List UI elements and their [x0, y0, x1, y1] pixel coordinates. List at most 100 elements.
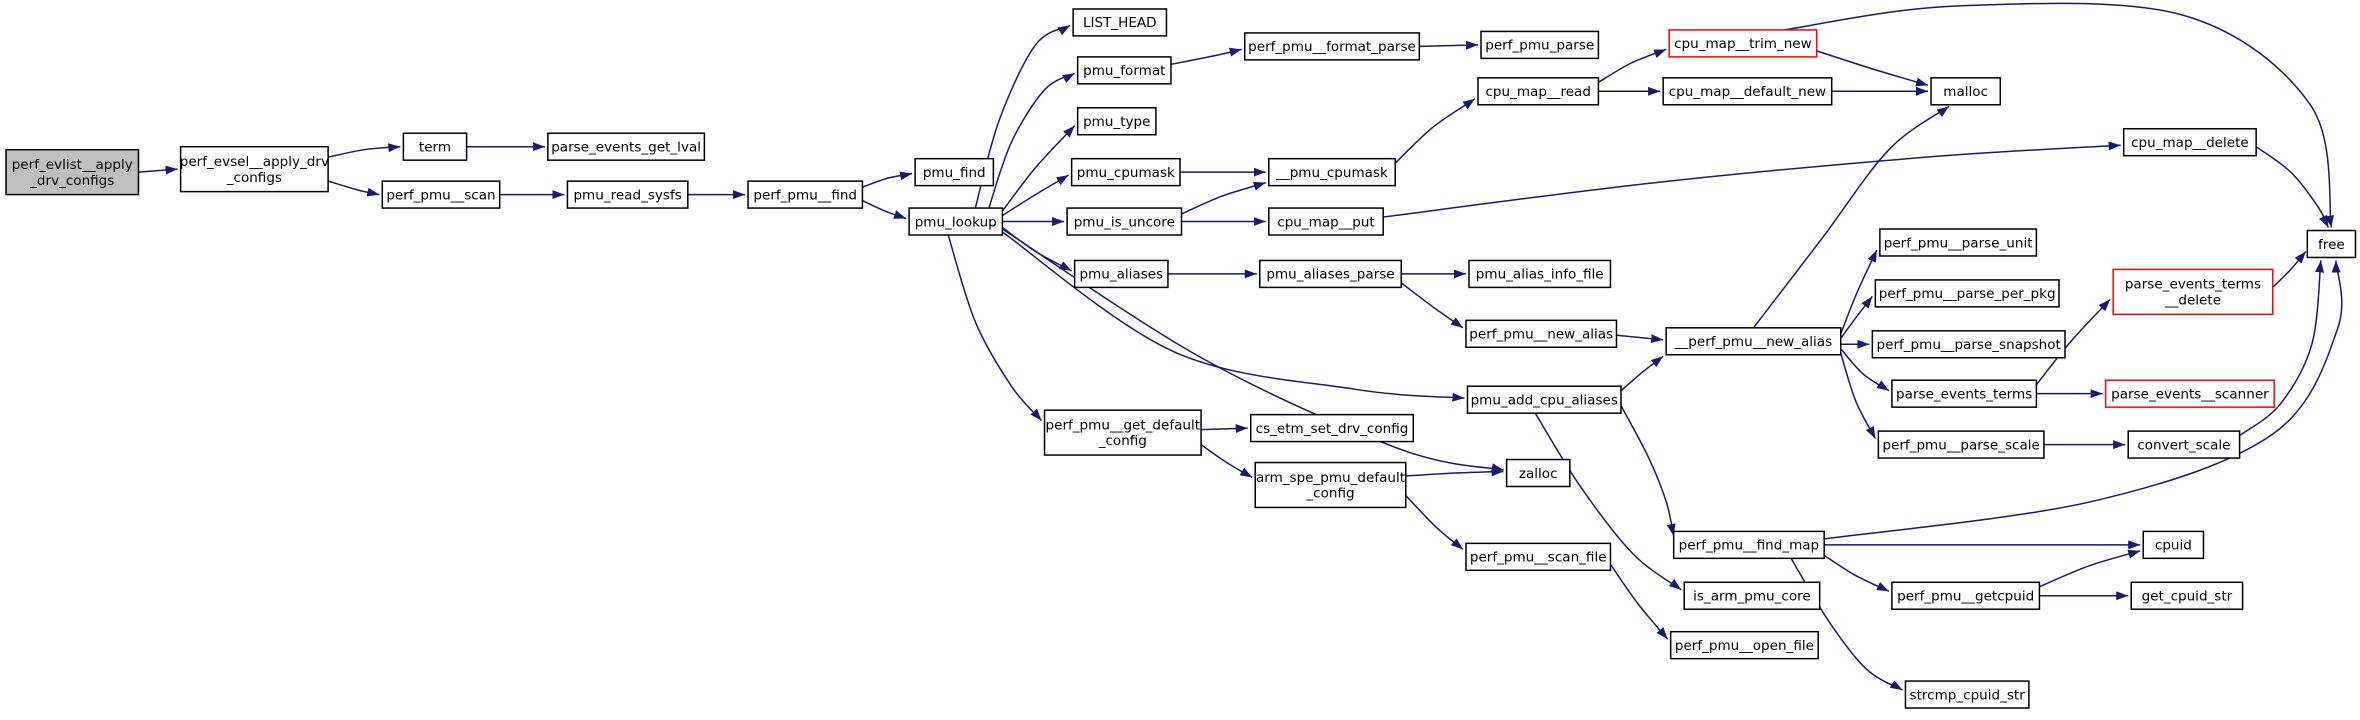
- node-zalloc[interactable]: zalloc: [1505, 458, 1571, 488]
- node-box: [402, 132, 468, 161]
- edge-arm_spe_pmu_default_config--zalloc: [1405, 467, 1504, 477]
- node-perf_pmu__format_parse[interactable]: perf_pmu__format_parse: [1243, 32, 1421, 61]
- node-box: [1249, 413, 1415, 443]
- node-label: perf_pmu__parse_unit: [1884, 235, 2033, 251]
- node-perf_pmu__parse_unit[interactable]: perf_pmu__parse_unit: [1879, 228, 2038, 257]
- node-perf_evlist__apply_drv_configs[interactable]: perf_evlist__apply_drv_configs: [5, 148, 140, 196]
- node-box: [747, 180, 864, 209]
- node-label: parse_events_terms: [1896, 387, 2032, 403]
- node-box: [1871, 330, 2066, 359]
- node-label: cpu_map__read: [1485, 84, 1590, 100]
- edge-perf_pmu__find--pmu_find: [862, 171, 913, 188]
- node-perf_pmu__new_alias[interactable]: perf_pmu__new_alias: [1465, 319, 1618, 349]
- node-label: free: [2318, 237, 2345, 253]
- node-box: [1477, 77, 1600, 106]
- node-__perf_pmu__new_alias[interactable]: __perf_pmu__new_alias: [1665, 327, 1842, 356]
- node-label: pmu_aliases: [1079, 267, 1163, 283]
- node-pmu_add_cpu_aliases[interactable]: pmu_add_cpu_aliases: [1466, 385, 1622, 414]
- node-pmu_aliases[interactable]: pmu_aliases: [1073, 259, 1169, 289]
- node-label: perf_pmu__scan: [386, 187, 495, 203]
- node-cpuid[interactable]: cpuid: [2142, 530, 2205, 560]
- node-cpu_map__read[interactable]: cpu_map__read: [1477, 77, 1600, 106]
- node-perf_pmu__scan_file[interactable]: perf_pmu__scan_file: [1465, 542, 1612, 572]
- edge-__pmu_cpumask--cpu_map__read: [1394, 98, 1476, 164]
- node-parse_events__scanner[interactable]: parse_events__scanner: [2104, 379, 2275, 408]
- node-get_cpuid_str[interactable]: get_cpuid_str: [2130, 581, 2244, 610]
- node-label: perf_pmu__getcpuid: [1897, 589, 2034, 605]
- node-LIST_HEAD[interactable]: LIST_HEAD: [1072, 8, 1168, 37]
- node-label: perf_pmu__open_file: [1675, 638, 1814, 654]
- node-box: [566, 180, 689, 209]
- node-arm_spe_pmu_default_config[interactable]: arm_spe_pmu_default_config: [1254, 461, 1407, 509]
- node-is_arm_pmu_core[interactable]: is_arm_pmu_core: [1683, 581, 1821, 610]
- node-box: [1891, 379, 2038, 408]
- node-perf_pmu__get_default_config[interactable]: perf_pmu__get_default_config: [1043, 409, 1202, 456]
- edge-pmu_aliases_parse--perf_pmu__new_alias: [1400, 282, 1464, 329]
- node-label: pmu_add_cpu_aliases: [1471, 392, 1618, 408]
- node-pmu_format[interactable]: pmu_format: [1076, 56, 1172, 85]
- node-perf_pmu__getcpuid[interactable]: perf_pmu__getcpuid: [1891, 581, 2041, 610]
- node-cpu_map__trim_new[interactable]: cpu_map__trim_new: [1668, 29, 1818, 58]
- node-label: pmu_alias_info_file: [1476, 267, 1604, 283]
- node-term[interactable]: term: [402, 132, 468, 161]
- node-pmu_aliases_parse[interactable]: pmu_aliases_parse: [1259, 259, 1403, 289]
- node-convert_scale[interactable]: convert_scale: [2127, 430, 2241, 459]
- node-pmu_alias_info_file[interactable]: pmu_alias_info_file: [1468, 259, 1612, 289]
- node-parse_events_terms__delete[interactable]: parse_events_terms__delete: [2112, 268, 2274, 316]
- node-parse_events_terms[interactable]: parse_events_terms: [1891, 379, 2038, 408]
- edge-cpu_map__trim_new--malloc: [1816, 50, 1929, 87]
- edge-cpu_map__delete--free: [2255, 146, 2330, 228]
- node-label: get_cpuid_str: [2142, 589, 2233, 605]
- node-label: cpu_map__default_new: [1669, 84, 1826, 100]
- node-perf_pmu__parse_scale[interactable]: perf_pmu__parse_scale: [1877, 430, 2045, 459]
- edge-__perf_pmu__new_alias--malloc: [1752, 105, 1950, 329]
- node-parse_events_get_lval[interactable]: parse_events_get_lval: [547, 132, 706, 161]
- node-box: [914, 157, 995, 187]
- node-label: pmu_format: [1083, 63, 1165, 79]
- node-label: perf_pmu__find: [753, 187, 857, 203]
- edge-pmu_add_cpu_aliases--__perf_pmu__new_alias: [1620, 355, 1664, 392]
- node-box: [1468, 259, 1612, 289]
- node-perf_pmu__find[interactable]: perf_pmu__find: [747, 180, 864, 209]
- node-cpu_map__put[interactable]: cpu_map__put: [1268, 207, 1384, 236]
- node-label: pmu_aliases_parse: [1266, 267, 1394, 283]
- node-pmu_find[interactable]: pmu_find: [914, 157, 995, 187]
- node-label: pmu_find: [923, 165, 986, 181]
- node-label: arm_spe_pmu_default: [1256, 470, 1405, 486]
- node-label: perf_pmu__scan_file: [1470, 550, 1607, 566]
- edge-perf_pmu__find--pmu_lookup: [862, 199, 907, 220]
- node-strcmp_cpuid_str[interactable]: strcmp_cpuid_str: [1904, 680, 2030, 709]
- edge-__perf_pmu__new_alias--perf_pmu__parse_per_pkg: [1840, 295, 1873, 339]
- node-box: [1259, 259, 1403, 289]
- node-pmu_lookup[interactable]: pmu_lookup: [908, 207, 1004, 236]
- edge-perf_evlist__apply_drv_configs--perf_evsel__apply_drv_configs: [138, 165, 178, 175]
- node-box: [179, 145, 329, 193]
- node-pmu_read_sysfs[interactable]: pmu_read_sysfs: [566, 180, 689, 209]
- node-pmu_is_uncore[interactable]: pmu_is_uncore: [1066, 207, 1183, 236]
- node-pmu_type[interactable]: pmu_type: [1076, 107, 1157, 136]
- node-perf_evsel__apply_drv_configs[interactable]: perf_evsel__apply_drv_configs: [179, 145, 329, 193]
- node-box: [1268, 207, 1384, 236]
- node-box: [1665, 327, 1842, 356]
- node-cpu_map__delete[interactable]: cpu_map__delete: [2122, 127, 2257, 157]
- node-malloc[interactable]: malloc: [1930, 77, 2002, 106]
- node-label: perf_pmu__format_parse: [1248, 39, 1416, 55]
- node-perf_pmu__scan[interactable]: perf_pmu__scan: [381, 180, 501, 209]
- edge-arm_spe_pmu_default_config--perf_pmu__scan_file: [1405, 494, 1464, 550]
- node-perf_pmu_parse[interactable]: perf_pmu_parse: [1480, 30, 1600, 60]
- node-label: _drv_configs: [29, 173, 114, 189]
- node-perf_pmu__parse_snapshot[interactable]: perf_pmu__parse_snapshot: [1871, 330, 2066, 359]
- node-__pmu_cpumask[interactable]: __pmu_cpumask: [1268, 157, 1396, 187]
- node-perf_pmu__find_map[interactable]: perf_pmu__find_map: [1672, 530, 1825, 560]
- edge-__perf_pmu__new_alias--perf_pmu__parse_scale: [1840, 353, 1877, 439]
- node-pmu_cpumask[interactable]: pmu_cpumask: [1070, 157, 1181, 187]
- edge-cpu_map__trim_new--free: [1783, 2, 2334, 228]
- node-label: _config: [1305, 486, 1354, 502]
- node-perf_pmu__parse_per_pkg[interactable]: perf_pmu__parse_per_pkg: [1874, 279, 2060, 308]
- edge-cpu_map__put--cpu_map__delete: [1383, 141, 2121, 218]
- node-perf_pmu__open_file[interactable]: perf_pmu__open_file: [1669, 630, 1819, 660]
- node-free[interactable]: free: [2306, 229, 2357, 259]
- node-cs_etm_set_drv_config[interactable]: cs_etm_set_drv_config: [1249, 413, 1415, 443]
- node-cpu_map__default_new[interactable]: cpu_map__default_new: [1662, 77, 1833, 106]
